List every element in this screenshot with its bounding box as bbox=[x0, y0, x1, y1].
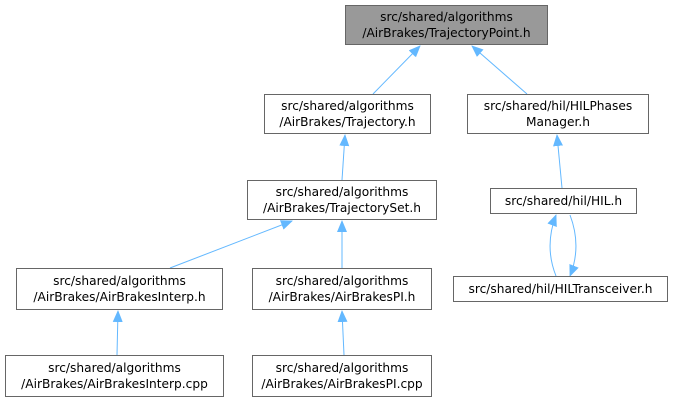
edge-n2-to-n0 bbox=[471, 45, 528, 95]
graph-node[interactable]: src/shared/algorithms/AirBrakes/Trajecto… bbox=[247, 180, 437, 220]
node-label-line: src/shared/algorithms bbox=[275, 274, 409, 288]
node-label-line: src/shared/algorithms bbox=[275, 185, 409, 199]
edge-n8-to-n5 bbox=[112, 310, 123, 356]
node-label-line: /AirBrakes/Trajectory.h bbox=[279, 115, 416, 129]
edge-n7-to-n4 bbox=[547, 214, 557, 277]
graph-node[interactable]: src/shared/algorithms/AirBrakes/AirBrake… bbox=[252, 355, 432, 397]
graph-node[interactable]: src/shared/algorithms/AirBrakes/AirBrake… bbox=[252, 268, 432, 310]
edge-n5-to-n3 bbox=[169, 220, 293, 269]
graph-node[interactable]: src/shared/algorithms/AirBrakes/AirBrake… bbox=[16, 268, 223, 310]
node-label-line: src/shared/algorithms bbox=[281, 99, 414, 113]
graph-node[interactable]: src/shared/algorithms/AirBrakes/Trajecto… bbox=[264, 94, 431, 134]
edge-group bbox=[112, 45, 579, 356]
node-label-line: src/shared/hil/HIL.h bbox=[504, 194, 623, 208]
graph-node[interactable]: src/shared/hil/HILTransceiver.h bbox=[453, 276, 668, 302]
graph-node-root: src/shared/algorithms/AirBrakes/Trajecto… bbox=[345, 5, 548, 45]
node-label-line: src/shared/algorithms bbox=[48, 361, 181, 375]
node-label-line: /AirBrakes/TrajectoryPoint.h bbox=[362, 26, 531, 40]
node-label-line: /AirBrakes/AirBrakesPI.h bbox=[268, 290, 416, 304]
node-label-line: /AirBrakes/TrajectorySet.h bbox=[262, 201, 422, 215]
node-label-line: src/shared/algorithms bbox=[275, 361, 409, 375]
node-label-line: src/shared/hil/HILTransceiver.h bbox=[468, 282, 653, 296]
node-label-line: Manager.h bbox=[526, 115, 590, 129]
edge-n3-to-n1 bbox=[339, 134, 350, 181]
node-label-line: src/shared/hil/HILPhases bbox=[483, 99, 633, 113]
edge-n9-to-n6 bbox=[337, 310, 348, 356]
edge-n4-to-n2 bbox=[553, 134, 564, 189]
graph-node[interactable]: src/shared/hil/HIL.h bbox=[490, 188, 637, 214]
node-label-line: /AirBrakes/AirBrakesPI.cpp bbox=[261, 377, 423, 391]
node-label-line: src/shared/algorithms bbox=[53, 274, 186, 288]
graph-node[interactable]: src/shared/algorithms/AirBrakes/AirBrake… bbox=[5, 355, 224, 397]
node-label-line: /AirBrakes/AirBrakesInterp.cpp bbox=[21, 377, 208, 391]
node-label-line: /AirBrakes/AirBrakesInterp.h bbox=[33, 290, 206, 304]
edge-n4-to-n7 bbox=[569, 214, 579, 277]
edge-n1-to-n0 bbox=[372, 45, 421, 95]
node-label-line: src/shared/algorithms bbox=[380, 10, 513, 24]
